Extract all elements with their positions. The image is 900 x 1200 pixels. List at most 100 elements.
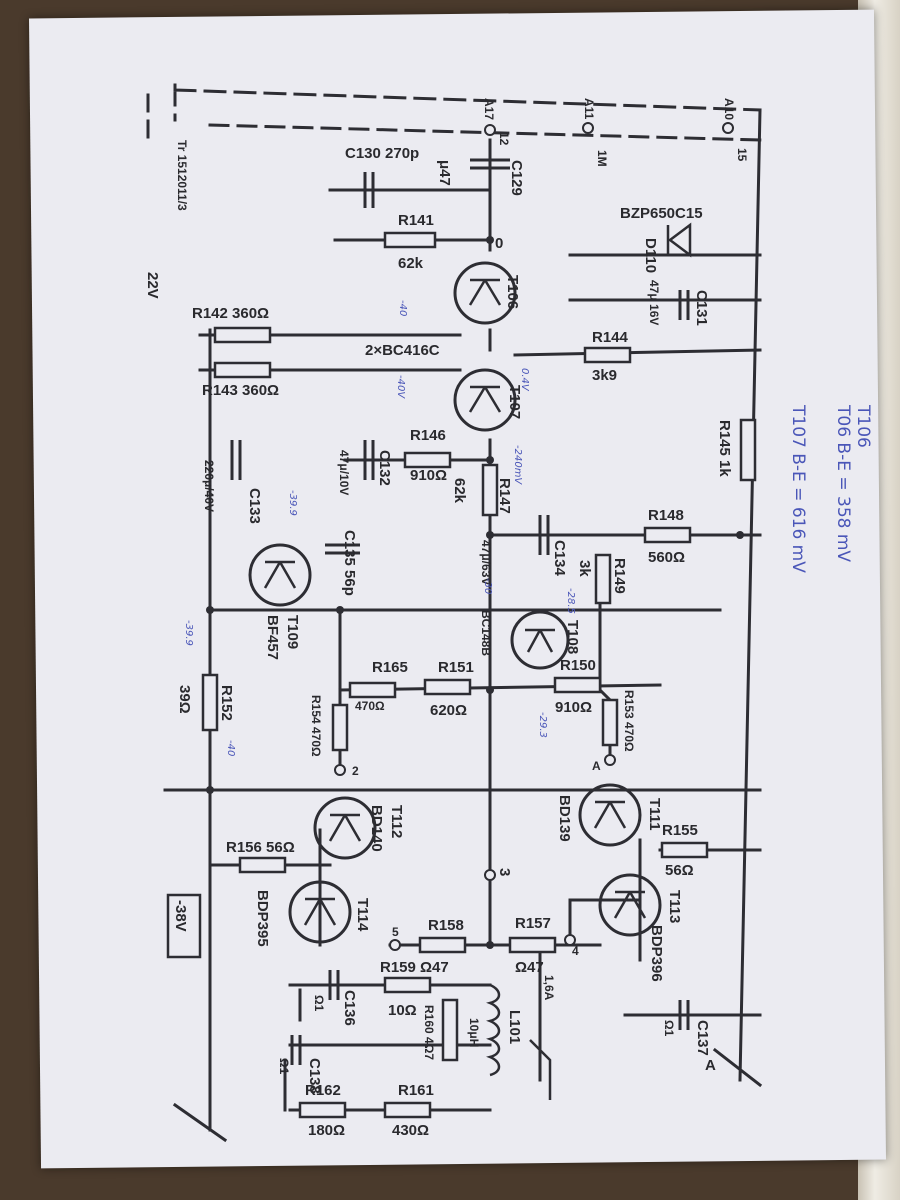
resistor-r144 [583, 346, 632, 364]
label-c135: C135 56p [341, 530, 358, 596]
note-v-30: -30 [482, 578, 493, 594]
label-r146-value: 910Ω [410, 467, 447, 484]
label-t114: T114 [354, 898, 371, 932]
label-tr: Tr 1512011/3 [175, 140, 189, 211]
label-r147-value: 62k [451, 478, 468, 504]
label-t107: T107 [506, 385, 523, 419]
resistor-r146 [403, 451, 452, 469]
capacitor-c134 [538, 515, 550, 555]
label-r158-value: Ω47 [420, 959, 449, 976]
transistor-t108 [510, 610, 570, 670]
resistor-r142 [213, 326, 272, 344]
label-r161: R161 [398, 1082, 434, 1099]
note-line-1: T106 [853, 404, 873, 448]
label-c134: C134 [551, 540, 568, 577]
transistor-t107 [453, 368, 517, 432]
label-l101-value: 10μH [467, 1018, 481, 1047]
label-22v: 22V [144, 272, 161, 299]
label-r148: R148 [648, 507, 684, 524]
note-v-293: -29.3 [537, 712, 548, 738]
label-a10: A10 [722, 98, 736, 120]
label-node-4: 4 [572, 944, 579, 958]
resistor-r152 [201, 673, 219, 732]
label-r159-value: 10Ω [388, 1002, 417, 1019]
resistor-r143 [213, 361, 272, 379]
label-r154: R154 470Ω [309, 695, 323, 757]
label-r141-value: 62k [398, 255, 424, 272]
note-v-240: -240mV [512, 445, 523, 485]
resistor-bodies [201, 231, 757, 1119]
resistor-r141 [383, 231, 437, 249]
label-r143: R143 360Ω [202, 382, 279, 399]
label-c133-value: 220μ/40V [202, 460, 216, 512]
resistor-r148 [643, 526, 692, 544]
label-bf457: BF457 [264, 615, 281, 660]
capacitor-c131 [678, 290, 690, 320]
resistor-r162 [298, 1101, 347, 1119]
label-c138: C138 [306, 1058, 323, 1094]
capacitor-plates [230, 158, 690, 1065]
handwritten-notes: T106 T06 B-E = 358 mV T107 B-E = 616 mV … [183, 300, 873, 756]
label-r160: R160 4Ω7 [422, 1005, 436, 1060]
label-bd139: BD139 [556, 795, 573, 842]
label-bzp650: BZP650C15 [620, 205, 703, 222]
transistor-t113 [598, 873, 662, 937]
label-node-3: 3 [496, 868, 513, 876]
resistor-r156 [238, 856, 287, 874]
label-t112: T112 [388, 805, 405, 838]
label-bdp395: BDP395 [254, 890, 271, 947]
label-r151: R151 [438, 659, 474, 676]
label-r159: R159 [380, 959, 416, 976]
label-r150: R150 [560, 657, 596, 674]
label-c134-value: 47μ/63V [479, 540, 493, 585]
transistor-inner-lines [263, 278, 647, 926]
label-r149: R149 [611, 558, 628, 594]
resistor-r150 [553, 676, 602, 694]
label-c136: C136 [341, 990, 358, 1026]
label-c129: C129 [508, 160, 525, 196]
label-a11: A11 [582, 98, 596, 120]
label-t108: T108 [564, 620, 581, 654]
label-bd140: BD140 [368, 805, 385, 852]
label-t109: T109 [284, 615, 301, 649]
label-r147: R147 [496, 478, 513, 514]
label-a17: A17 [482, 98, 496, 120]
junction-dots [206, 236, 744, 949]
resistor-r154 [331, 703, 349, 752]
transistor-t109 [248, 543, 312, 607]
label-c136-value: Ω1 [312, 995, 326, 1012]
label-r148-value: 560Ω [648, 549, 685, 566]
label-c130: C130 270p [345, 145, 419, 162]
note-v-minus399a: -39.9 [287, 490, 298, 516]
label-r162-value: 180Ω [308, 1122, 345, 1139]
resistor-r147 [481, 463, 499, 517]
note-v-285: -28.5 [565, 588, 576, 614]
capacitor-c132 [363, 440, 375, 480]
resistor-r158 [418, 936, 467, 954]
label-r152-value: 39Ω [176, 685, 193, 714]
inductor-l101 [486, 983, 501, 1077]
label-c132: C132 [376, 450, 393, 486]
label-1m: 1M [595, 150, 609, 167]
resistor-r160 [441, 998, 459, 1062]
note-line-2: T06 B-E = 358 mV [833, 404, 853, 562]
label-r157: R157 [515, 915, 551, 932]
label-fuse: 1,6A [542, 975, 556, 1001]
capacitor-c129 [470, 158, 510, 170]
label-12: 12 [497, 132, 511, 146]
component-labels: 22V -38V Tr 1512011/3 A17 A11 A10 12 1M … [144, 98, 749, 1139]
resistor-r155 [660, 841, 709, 859]
note-v-04: 0.4V [519, 368, 530, 392]
fuse-symbol [529, 1039, 552, 1100]
resistor-r161 [383, 1101, 432, 1119]
label-r146: R146 [410, 427, 446, 444]
negative-supply-box [166, 893, 202, 959]
note-v-minus399b: -39.9 [183, 620, 194, 646]
label-a-arrow: A [705, 1057, 716, 1074]
label-c129-value: μ47 [436, 160, 453, 186]
note-line-3: T107 B-E = 616 mV [788, 404, 808, 573]
label-node-2: 2 [352, 764, 359, 778]
transistor-t111 [578, 783, 642, 847]
label-r141: R141 [398, 212, 434, 229]
